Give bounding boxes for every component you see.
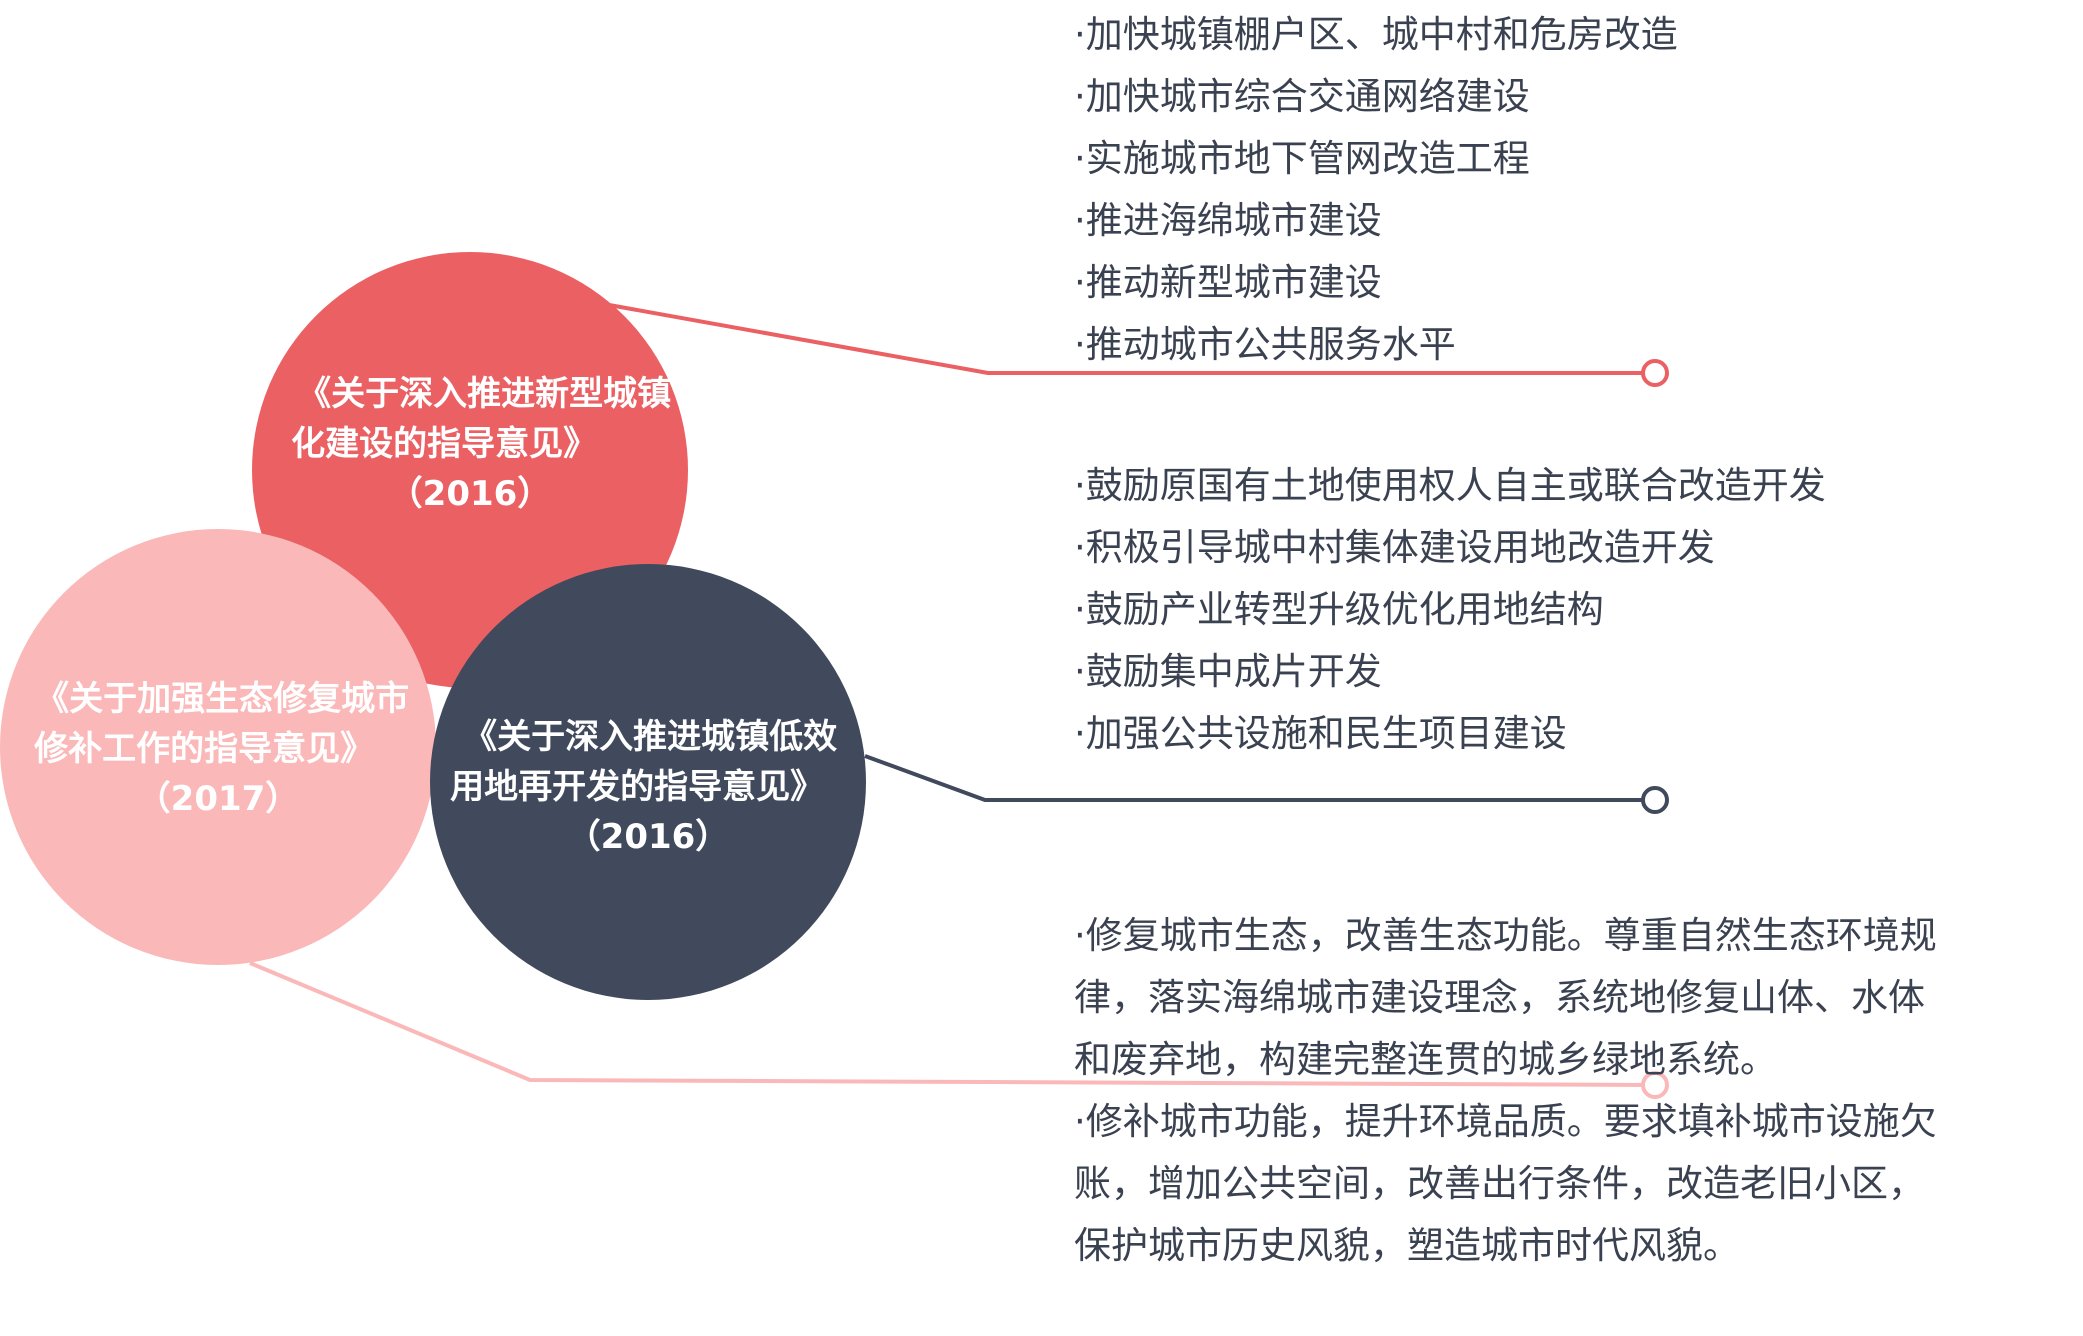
policy-circle-2016-low-efficiency-land (430, 564, 866, 1000)
list-item: ·鼓励集中成片开发 (1074, 650, 1382, 693)
connector-line-2016-new-urbanization (597, 301, 1655, 375)
policy-title-line: 用地再开发的指导意见》 (450, 767, 824, 807)
policy-title-year: （2017） (137, 779, 300, 819)
policy-circle-2017-ecological-repair (0, 529, 436, 965)
list-item: ·加快城市综合交通网络建设 (1074, 75, 1530, 118)
measures-list-2016-new-urbanization: ·加快城镇棚户区、城中村和危房改造 ·加快城市综合交通网络建设 ·实施城市地下管… (1074, 4, 1678, 376)
policy-title-line: 化建设的指导意见》 (291, 424, 597, 464)
connector-line-2016-low-efficiency-land (864, 754, 1655, 802)
list-item: ·加强公共设施和民生项目建设 (1074, 712, 1567, 755)
policy-title-line: 《关于深入推进新型城镇 (297, 374, 671, 414)
policy-title-2017-ecological-repair: 《关于加强生态修复城市 修补工作的指导意见》 （2017） (33, 679, 421, 819)
measures-text-2017-ecological-repair: ·修复城市生态，改善生态功能。尊重自然生态环境规律，落实海绵城市建设理念，系统地… (1074, 905, 1944, 1277)
connector-endpoint-2017-ecological-repair (1641, 1071, 1669, 1099)
list-item: ·推动城市公共服务水平 (1074, 323, 1456, 366)
list-item: ·推动新型城市建设 (1074, 261, 1382, 304)
connector-endpoint-2016-new-urbanization (1641, 359, 1669, 387)
connector-line-2017-ecological-repair (249, 961, 1656, 1087)
connector-endpoint-2016-low-efficiency-land (1641, 786, 1669, 814)
measures-list-2016-low-efficiency-land: ·鼓励原国有土地使用权人自主或联合改造开发 ·积极引导城中村集体建设用地改造开发… (1074, 455, 1826, 765)
paragraph: ·修复城市生态，改善生态功能。尊重自然生态环境规律，落实海绵城市建设理念，系统地… (1074, 914, 1937, 1081)
paragraph: ·修补城市功能，提升环境品质。要求填补城市设施欠账，增加公共空间，改善出行条件，… (1074, 1100, 1937, 1267)
policy-title-2016-low-efficiency-land: 《关于深入推进城镇低效 用地再开发的指导意见》 （2016） (450, 717, 849, 857)
policy-title-year: （2016） (389, 474, 552, 514)
list-item: ·加快城镇棚户区、城中村和危房改造 (1074, 13, 1678, 56)
list-item: ·鼓励原国有土地使用权人自主或联合改造开发 (1074, 464, 1826, 507)
list-item: ·鼓励产业转型升级优化用地结构 (1074, 588, 1604, 631)
policy-title-line: 修补工作的指导意见》 (33, 729, 374, 769)
list-item: ·实施城市地下管网改造工程 (1074, 137, 1530, 180)
list-item: ·推进海绵城市建设 (1074, 199, 1382, 242)
policy-title-line: 《关于加强生态修复城市 (35, 679, 409, 719)
policy-title-2016-new-urbanization: 《关于深入推进新型城镇 化建设的指导意见》 （2016） (291, 374, 683, 514)
policy-title-year: （2016） (567, 817, 730, 857)
policy-title-line: 《关于深入推进城镇低效 (463, 717, 837, 757)
list-item: ·积极引导城中村集体建设用地改造开发 (1074, 526, 1715, 569)
